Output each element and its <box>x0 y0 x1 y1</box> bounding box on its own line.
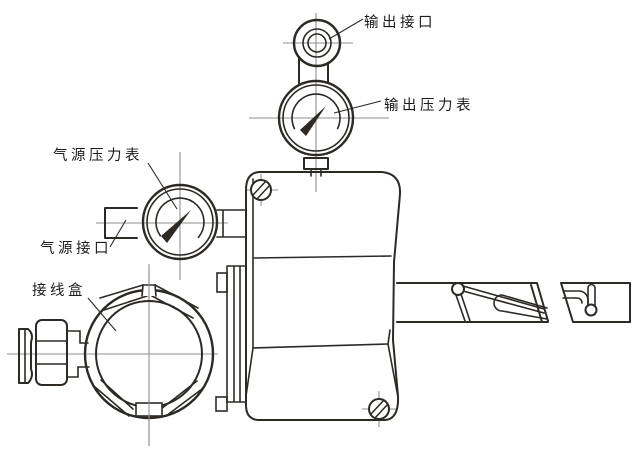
body-upper-edge-line <box>253 255 392 259</box>
label-supply-pressure-gauge: 气源压力表 <box>53 147 143 164</box>
gauge-needle <box>161 210 191 243</box>
arm-pin <box>587 283 596 306</box>
flange-plates <box>226 265 247 403</box>
arm-pivot-circle <box>451 282 465 296</box>
bottom-right-screw <box>368 398 390 420</box>
gauge-outer-ring <box>277 79 355 157</box>
gauge-dial-arc <box>155 197 205 239</box>
body-lower-edge-line <box>252 343 389 349</box>
rim-chamfer-ne <box>151 284 199 319</box>
output-port-neck <box>298 57 329 84</box>
screw-head-circle <box>368 398 390 420</box>
arm-pin-circle <box>584 303 598 317</box>
rim-chamfer-nw <box>99 284 148 311</box>
screw-hatch-lines <box>252 180 271 200</box>
gauge-outer-ring <box>141 183 219 261</box>
supply-port-fitting <box>104 207 138 239</box>
supply-port-leader <box>109 219 127 248</box>
gland-bracket <box>66 330 90 378</box>
gland-nut-flats <box>35 340 68 365</box>
label-output-pressure-gauge: 输出压力表 <box>384 97 474 114</box>
gauge-needle <box>300 106 326 136</box>
body-left-bevel-line <box>245 178 254 397</box>
body-outline <box>245 171 402 421</box>
junction-box <box>18 270 215 446</box>
screw-head-circle <box>250 179 272 201</box>
output-port-fitting <box>292 18 342 84</box>
junction-box-leader <box>87 297 117 332</box>
gauge-bezel-ring <box>146 188 214 256</box>
supply-gauge-leader <box>147 162 178 210</box>
gland-hex-nut <box>35 319 68 386</box>
output-port-leader <box>328 18 364 40</box>
label-supply-port: 气源接口 <box>40 240 112 257</box>
flange-bottom-tab <box>215 396 228 412</box>
arm-link-rod <box>462 285 545 314</box>
rim-chamfer-se <box>160 380 203 417</box>
gauge-dial-arc <box>291 93 341 130</box>
screw-hatch-lines <box>370 399 389 419</box>
output-port-middle-ring <box>302 28 332 58</box>
gland-end-flange <box>18 328 33 384</box>
positioner-body <box>245 171 402 421</box>
feedback-arm <box>396 282 631 323</box>
label-junction-box: 接线盒 <box>32 282 86 299</box>
output-gauge-leader <box>333 100 382 114</box>
output-port-outer-ring <box>292 18 342 68</box>
gauge-mount-stem <box>216 209 247 238</box>
arm-slot <box>493 294 548 320</box>
label-output-port: 输出接口 <box>364 14 436 31</box>
arm-pivot-link <box>455 293 471 322</box>
cable-gland <box>18 319 68 386</box>
arm-bar-second-segment <box>560 282 631 323</box>
rim-chamfer-sw <box>94 379 134 417</box>
callout-labels: 输出接口 输出压力表 气源压力表 气源接口 接线盒 <box>32 14 474 299</box>
output-port-inner-ring <box>307 33 327 53</box>
output-pressure-gauge <box>277 79 355 177</box>
flange-top-tab <box>216 272 228 293</box>
gauge-stem-block <box>303 157 329 170</box>
gauge-bezel-ring <box>282 84 350 152</box>
leader-lines <box>87 18 382 332</box>
body-right-bevel-line <box>387 329 399 398</box>
mounting-flange <box>215 265 247 412</box>
top-left-screw <box>250 179 272 201</box>
gauge-stem-pipe <box>310 168 322 177</box>
supply-pressure-gauge <box>104 183 247 261</box>
